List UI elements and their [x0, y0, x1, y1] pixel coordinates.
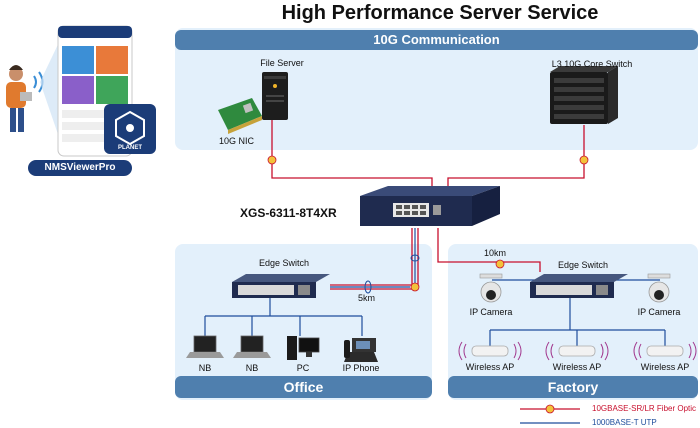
- marker-office: [410, 282, 420, 292]
- file-server-label: File Server: [260, 58, 304, 68]
- legend-fiber-line: [520, 404, 580, 414]
- nms-user-icon: [6, 65, 32, 132]
- fiber-office-b: [330, 228, 419, 290]
- office-zone-header: Office: [175, 376, 432, 398]
- ip-camera-icon-left: [479, 273, 503, 303]
- factory-distance-label: 10km: [484, 248, 507, 258]
- cam-right-label: IP Camera: [637, 307, 681, 317]
- signal-beam: [40, 36, 62, 146]
- coil-main: [410, 254, 420, 262]
- laptop-icon-2: [233, 335, 271, 358]
- laptop-icon-1: [186, 335, 224, 358]
- core-switch-icon: [550, 66, 618, 124]
- fiber-office-a: [330, 228, 413, 286]
- nb1-label: NB: [198, 363, 212, 373]
- factory-zone-header: Factory: [448, 376, 698, 398]
- marker-file-server: [267, 155, 277, 165]
- nb2-label: NB: [245, 363, 259, 373]
- pc-label: PC: [296, 363, 310, 373]
- utp-factory-drop: [489, 298, 666, 346]
- planet-logo-text: PLANET: [118, 145, 142, 151]
- fiber-file-server: [271, 120, 433, 196]
- factory-edge-switch-icon: [530, 274, 628, 298]
- legend-utp-label: 1000BASE-T UTP: [592, 418, 657, 427]
- ap1-label: Wireless AP: [465, 362, 515, 372]
- top-zone-header: 10G Communication: [175, 30, 698, 50]
- planet-logo-icon: [104, 104, 156, 154]
- ip-phone-label: IP Phone: [342, 363, 380, 373]
- file-server-icon: [262, 72, 288, 120]
- marker-factory: [495, 259, 505, 269]
- pc-icon: [287, 336, 320, 360]
- page-title: High Performance Server Service: [281, 2, 599, 24]
- marker-core-switch: [579, 155, 589, 165]
- ap2-label: Wireless AP: [552, 362, 602, 372]
- ap3-label: Wireless AP: [640, 362, 690, 372]
- wireless-ap-icon-1: [458, 341, 522, 361]
- factory-zone: [448, 244, 698, 400]
- ip-camera-icon-right: [647, 273, 671, 303]
- main-switch-icon: [360, 186, 500, 226]
- wireless-ap-icon-3: [633, 341, 697, 361]
- legend-fiber-label: 10GBASE-SR/LR Fiber Optic: [592, 404, 697, 413]
- office-zone: [175, 244, 432, 400]
- nms-app-label: NMSViewerPro: [28, 160, 132, 176]
- ip-phone-icon: [344, 338, 378, 362]
- core-switch-label: L3 10G Core Switch: [551, 59, 633, 69]
- fiber-core-switch: [447, 125, 585, 196]
- nic-label: 10G NIC: [219, 136, 255, 146]
- office-edge-switch-label: Edge Switch: [258, 258, 310, 268]
- office-distance-label: 5km: [358, 293, 376, 303]
- fiber-factory: [437, 228, 541, 272]
- factory-edge-switch-label: Edge Switch: [557, 260, 609, 270]
- cam-left-label: IP Camera: [469, 307, 513, 317]
- coil-office: [364, 280, 372, 294]
- link-markers: [267, 155, 589, 294]
- nic-card-icon: [218, 98, 262, 134]
- phone-mockup-icon: [57, 25, 133, 157]
- office-edge-switch-icon: [232, 274, 330, 298]
- wireless-ap-icon-2: [545, 341, 609, 361]
- main-switch-label: XGS-6311-8T4XR: [240, 206, 337, 220]
- utp-office-drop: [204, 298, 363, 336]
- utp-links: [204, 228, 666, 346]
